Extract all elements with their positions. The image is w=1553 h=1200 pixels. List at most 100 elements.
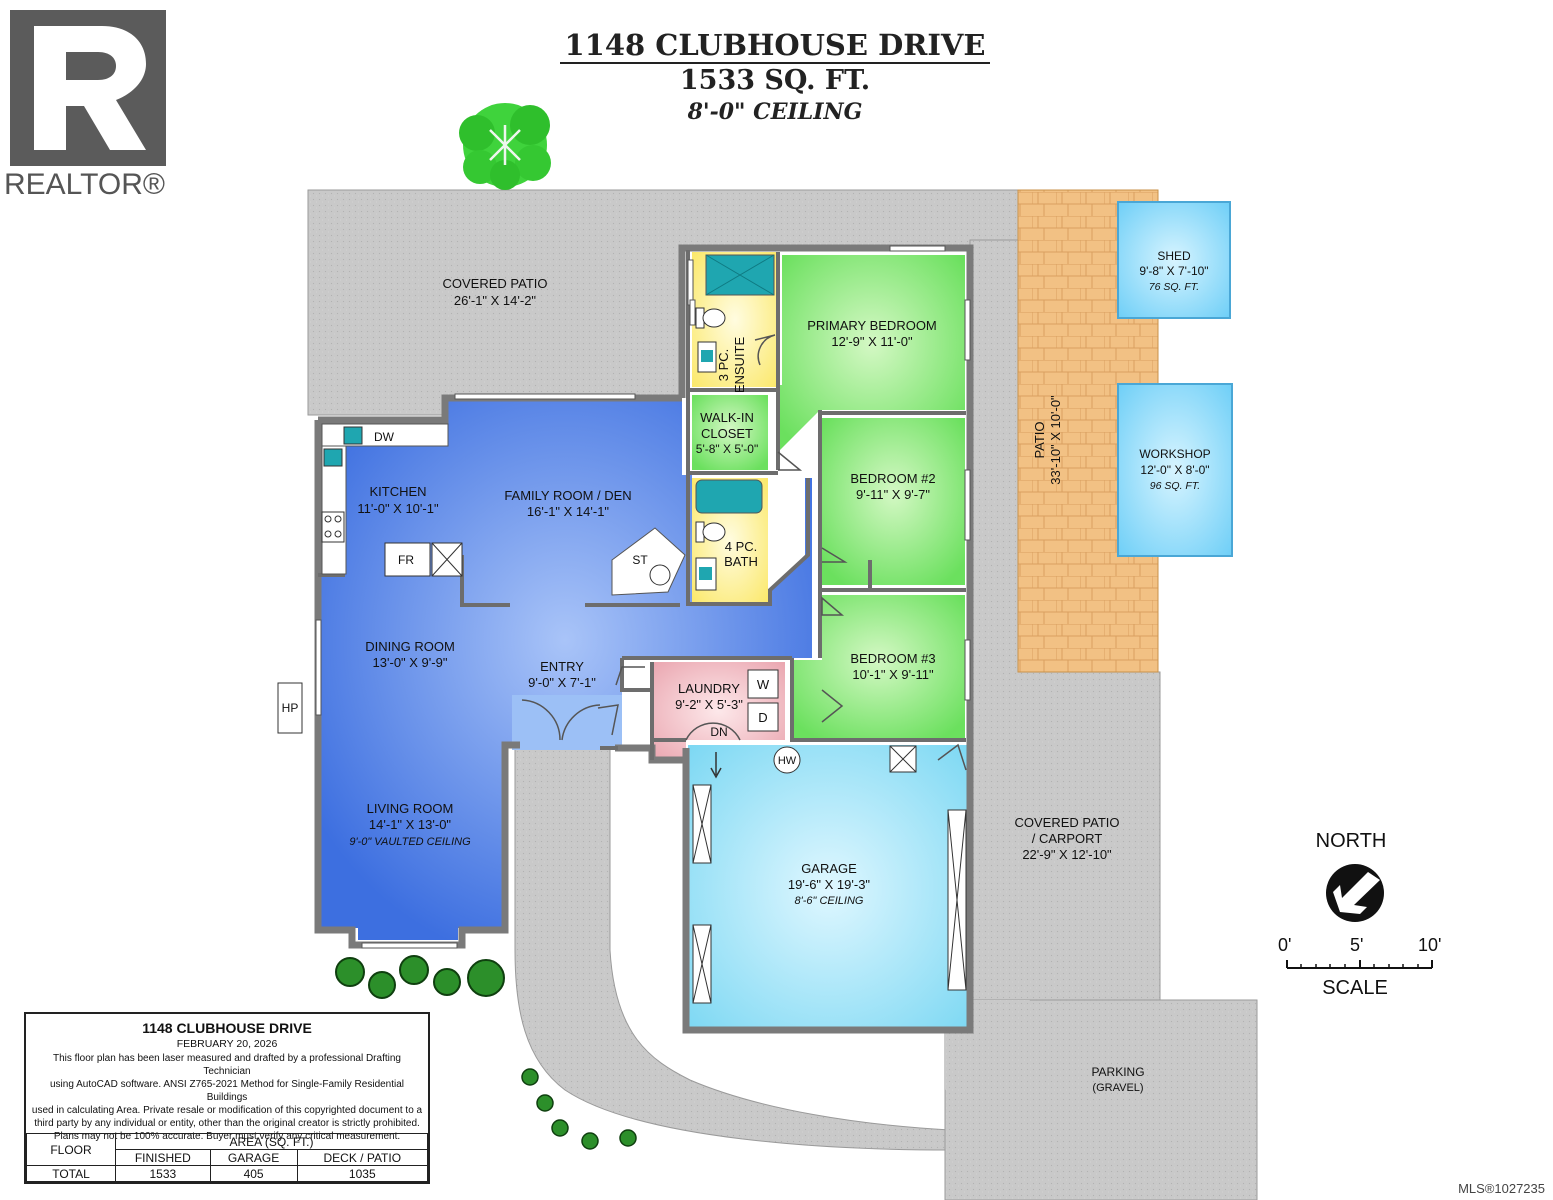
closet-name2: CLOSET bbox=[701, 426, 753, 441]
garage-dims: 19'-6" X 19'-3" bbox=[788, 877, 871, 892]
patio-name: PATIO bbox=[1032, 421, 1047, 458]
bedroom2-dims: 9'-11" X 9'-7" bbox=[856, 487, 930, 502]
info-line: using AutoCAD software. ANSI Z765-2021 M… bbox=[49, 1079, 405, 1103]
shed-name: SHED bbox=[1157, 249, 1191, 263]
info-date: FEBRUARY 20, 2026 bbox=[176, 1038, 278, 1050]
total-finished: 1533 bbox=[115, 1165, 211, 1182]
bedroom2-name: BEDROOM #2 bbox=[850, 471, 935, 486]
kitchen-sink2 bbox=[323, 448, 343, 467]
heat-pump bbox=[277, 682, 303, 734]
family-room-dims: 16'-1" X 14'-1" bbox=[527, 504, 610, 519]
north-indicator: NORTH bbox=[1296, 830, 1406, 853]
dining-room-dims: 13'-0" X 9'-9" bbox=[373, 655, 448, 670]
area-title: 1533 SQ. FT. bbox=[679, 65, 871, 96]
hw-label: HW bbox=[778, 755, 797, 767]
scale-tick-0: 0' bbox=[1278, 935, 1292, 955]
bath-name2: BATH bbox=[724, 554, 758, 569]
laundry-dims: 9'-2" X 5'-3" bbox=[675, 697, 743, 712]
tree bbox=[459, 103, 551, 190]
kitchen-counter-side bbox=[321, 445, 347, 575]
area-header: AREA (SQ. FT.) bbox=[115, 1133, 428, 1150]
scale-label: SCALE bbox=[1322, 977, 1388, 999]
info-title: 1148 CLUBHOUSE DRIVE bbox=[142, 1020, 312, 1036]
entry-dims: 9'-0" X 7'-1" bbox=[528, 675, 596, 690]
scale-bar bbox=[1286, 960, 1433, 969]
range bbox=[321, 511, 345, 543]
fridge bbox=[384, 542, 431, 577]
door-swings bbox=[521, 334, 967, 771]
scale-tick-10: 10' bbox=[1418, 935, 1442, 955]
total-garage: 405 bbox=[209, 1165, 298, 1182]
carport-name1: COVERED PATIO bbox=[1015, 815, 1120, 830]
d-label: D bbox=[758, 710, 767, 725]
covered-patio-dims: 26'-1" X 14'-2" bbox=[454, 293, 537, 308]
hot-water-tank bbox=[773, 746, 801, 774]
dw-label: DW bbox=[374, 430, 395, 444]
floor-header: FLOOR bbox=[26, 1133, 116, 1166]
dining-room-name: DINING ROOM bbox=[365, 639, 455, 654]
workshop-block bbox=[1117, 383, 1233, 557]
carport-name2: / CARPORT bbox=[1032, 831, 1103, 846]
closet-dims: 5'-8" X 5'-0" bbox=[696, 442, 758, 456]
garage-note: 8'-6" CEILING bbox=[795, 895, 864, 907]
kitchen-name: KITCHEN bbox=[369, 484, 426, 499]
dryer bbox=[747, 702, 779, 732]
shed-area: 76 SQ. FT. bbox=[1149, 281, 1199, 293]
dn-label: DN bbox=[710, 725, 727, 739]
workshop-dims: 12'-0" X 8'-0" bbox=[1140, 463, 1209, 477]
north-label: NORTH bbox=[1315, 830, 1387, 852]
small-shrubs bbox=[521, 1068, 637, 1150]
parking-sub: (GRAVEL) bbox=[1092, 1082, 1143, 1094]
info-description: This floor plan has been laser measured … bbox=[30, 1052, 424, 1143]
w-label: W bbox=[757, 677, 770, 692]
bath-name1: 4 PC. bbox=[725, 539, 758, 554]
interior-walls bbox=[318, 250, 966, 760]
plan-title-block: 1148 CLUBHOUSE DRIVE 1533 SQ. FT. 8'-0" … bbox=[560, 28, 990, 126]
entry-name: ENTRY bbox=[540, 659, 584, 674]
mls-watermark: MLS®1027235 bbox=[1458, 1181, 1545, 1196]
family-room-name: FAMILY ROOM / DEN bbox=[504, 488, 631, 503]
bedroom2-area bbox=[822, 418, 965, 585]
info-line: third party by any individual or entity,… bbox=[34, 1118, 420, 1129]
parking-slab bbox=[944, 999, 1258, 1200]
info-line: used in calculating Area. Private resale… bbox=[31, 1105, 423, 1116]
sink bbox=[343, 426, 363, 445]
info-box: 1148 CLUBHOUSE DRIVE FEBRUARY 20, 2026 T… bbox=[24, 1012, 430, 1184]
st-label: ST bbox=[632, 553, 648, 567]
scale-legend: 0' 5' 10' SCALE bbox=[1270, 935, 1450, 1005]
realtor-wordmark: REALTOR® bbox=[4, 168, 166, 201]
garage-area bbox=[688, 745, 970, 1033]
tub bbox=[695, 479, 763, 514]
entry-zone bbox=[512, 695, 622, 750]
total-deck-patio: 1035 bbox=[296, 1165, 429, 1182]
area-table: FLOOR AREA (SQ. FT.) FINISHED GARAGE DEC… bbox=[26, 1133, 429, 1182]
shed-block bbox=[1117, 201, 1231, 319]
primary-bedroom-dims: 12'-9" X 11'-0" bbox=[831, 334, 913, 349]
living-room-name: LIVING ROOM bbox=[367, 801, 454, 816]
col-deck-patio: DECK / PATIO bbox=[296, 1149, 429, 1166]
patio-dims: 33'-10" X 10'-0" bbox=[1048, 395, 1063, 485]
hp-label: HP bbox=[282, 701, 299, 715]
address-title: 1148 CLUBHOUSE DRIVE bbox=[560, 28, 990, 64]
shed-dims: 9'-8" X 7'-10" bbox=[1139, 264, 1208, 278]
fr-label: FR bbox=[398, 553, 414, 567]
closet-area bbox=[692, 395, 768, 470]
workshop-name: WORKSHOP bbox=[1139, 447, 1210, 461]
realtor-r-logo-icon bbox=[10, 10, 166, 166]
washer bbox=[747, 669, 779, 699]
shrubs bbox=[335, 955, 505, 999]
col-finished: FINISHED bbox=[115, 1149, 211, 1166]
row-total-label: TOTAL bbox=[26, 1165, 116, 1182]
covered-patio-name: COVERED PATIO bbox=[443, 276, 548, 291]
ensuite-name2: ENSUITE bbox=[732, 337, 747, 394]
info-line: This floor plan has been laser measured … bbox=[53, 1053, 401, 1077]
col-garage: GARAGE bbox=[209, 1149, 298, 1166]
ensuite-name: 3 PC. bbox=[716, 349, 731, 382]
living-room-dims: 14'-1" X 13'-0" bbox=[369, 817, 452, 832]
laundry-name: LAUNDRY bbox=[678, 681, 740, 696]
garage-name: GARAGE bbox=[801, 861, 857, 876]
kitchen-dims: 11'-0" X 10'-1" bbox=[357, 501, 439, 516]
windows bbox=[315, 245, 971, 949]
bedroom3-dims: 10'-1" X 9'-11" bbox=[852, 667, 934, 682]
